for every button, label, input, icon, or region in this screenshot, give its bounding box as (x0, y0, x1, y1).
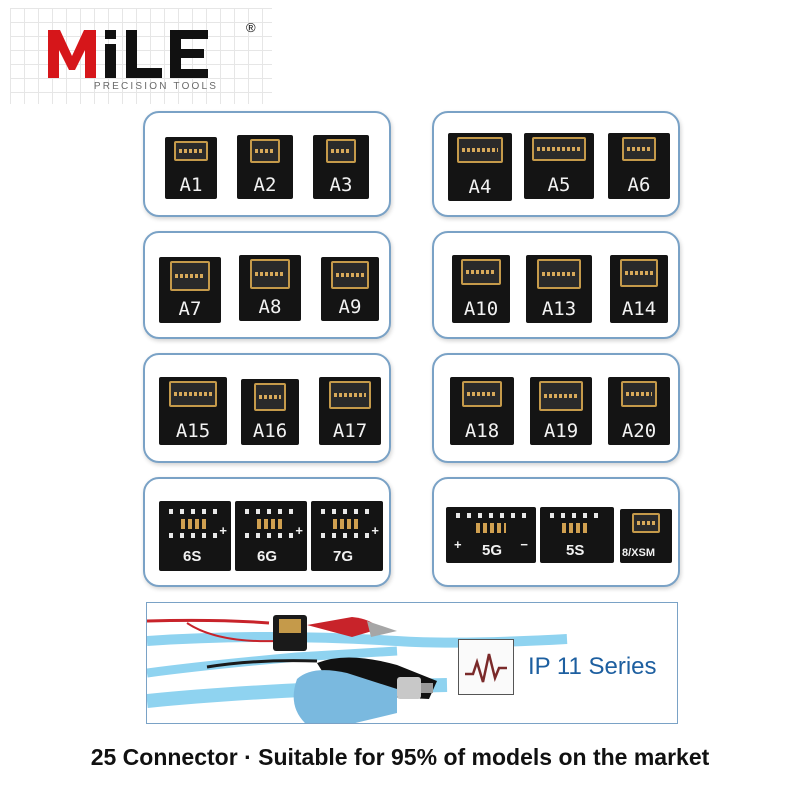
connector-6s: + 6S (159, 501, 231, 571)
connector-panel-8: + 5G − 5S 8/XSM (432, 477, 680, 587)
connector-panel-3: A7 A8 A9 (143, 231, 391, 339)
connector-a5: A5 (524, 133, 594, 199)
connector-a16: A16 (241, 379, 299, 445)
power-cable-illustration (147, 615, 568, 723)
connector-a9: A9 (321, 257, 379, 321)
series-label: IP 11 Series (528, 653, 657, 680)
product-caption: 25 Connector · Suitable for 95% of model… (90, 744, 710, 770)
brand-logo: ® PRECISION TOOLS (10, 8, 272, 104)
connector-5s: 5S (540, 507, 614, 563)
connector-a13: A13 (526, 255, 592, 323)
brand-subtitle: PRECISION TOOLS (93, 81, 219, 92)
connector-panel-2: A4 A5 A6 (432, 111, 680, 217)
connector-a17: A17 (319, 377, 381, 445)
registered-mark: ® (246, 20, 256, 35)
waveform-icon (458, 639, 514, 695)
connector-a19: A19 (530, 377, 592, 445)
mile-wordmark (48, 30, 208, 78)
connector-a1: A1 (165, 137, 217, 199)
cable-panel: IP 11 Series (146, 602, 678, 724)
connector-panel-1: A1 A2 A3 (143, 111, 391, 217)
connector-a8: A8 (239, 255, 301, 321)
connector-a15: A15 (159, 377, 227, 445)
connector-a7: A7 (159, 257, 221, 323)
connector-panel-7: + 6S + 6G + 7G (143, 477, 391, 587)
connector-a6: A6 (608, 133, 670, 199)
connector-6g: + 6G (235, 501, 307, 571)
connector-panel-4: A10 A13 A14 (432, 231, 680, 339)
connector-a2: A2 (237, 135, 293, 199)
connector-a20: A20 (608, 377, 670, 445)
connector-panel-5: A15 A16 A17 (143, 353, 391, 463)
connector-5g: + 5G − (446, 507, 536, 563)
connector-a10: A10 (452, 255, 510, 323)
connector-7g: + 7G (311, 501, 383, 571)
connector-a4: A4 (448, 133, 512, 201)
connector-a3: A3 (313, 135, 369, 199)
connector-a18: A18 (450, 377, 514, 445)
connector-a14: A14 (610, 255, 668, 323)
connector-8-xsm: 8/XSM (620, 509, 672, 563)
connector-panel-6: A18 A19 A20 (432, 353, 680, 463)
